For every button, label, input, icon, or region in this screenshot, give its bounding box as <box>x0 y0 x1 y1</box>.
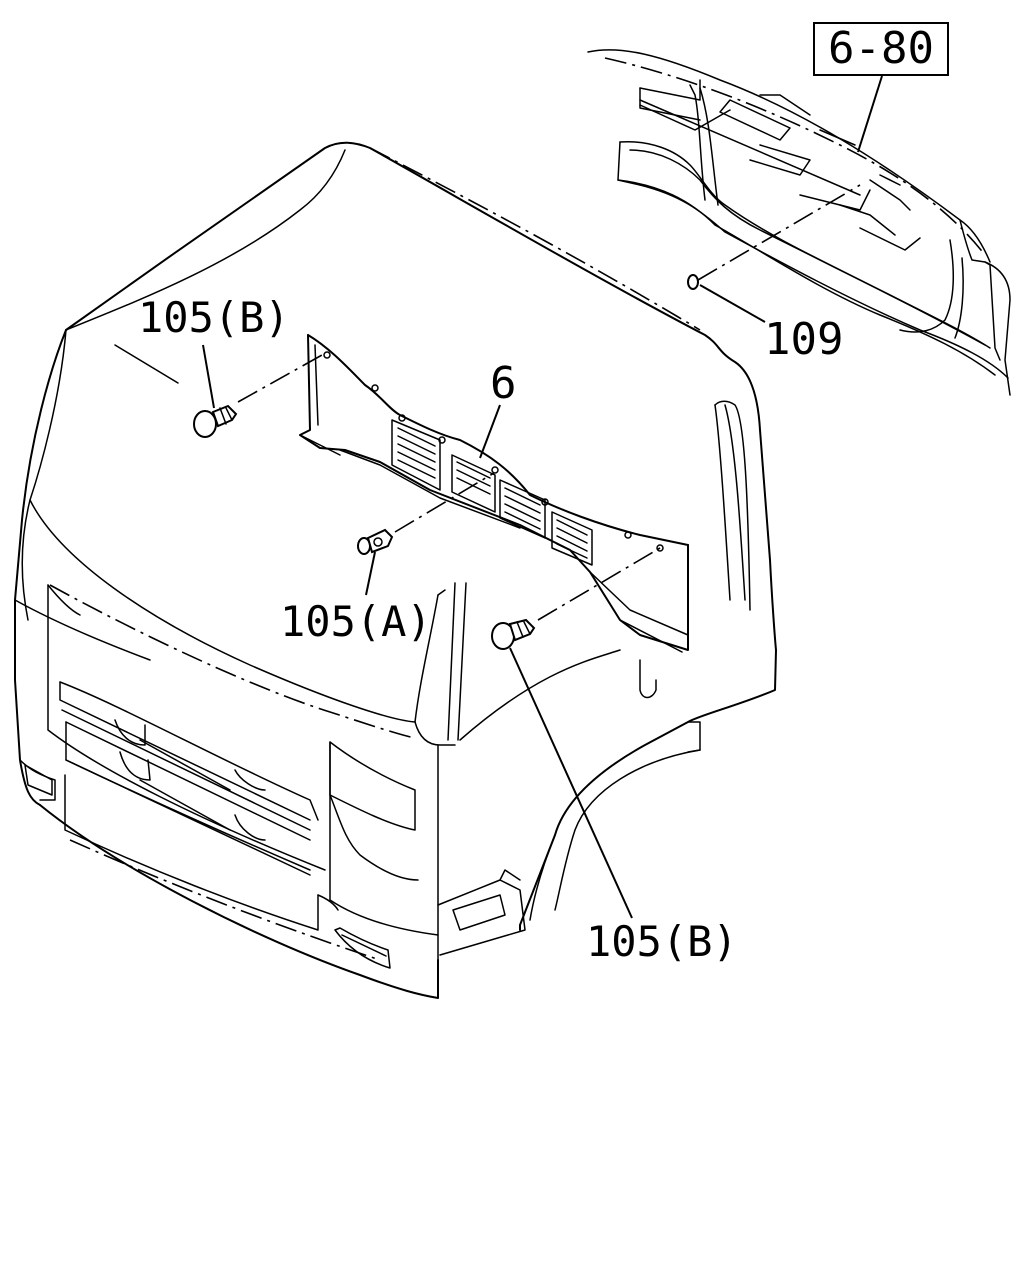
leader-lines <box>202 75 883 919</box>
clip-105b-bottom <box>491 618 536 650</box>
callout-105a: 105(A) <box>280 597 432 646</box>
alignment-lines <box>237 184 861 621</box>
callout-6: 6 <box>490 358 517 409</box>
vent-louvres <box>391 419 593 566</box>
callout-105b-bottom: 105(B) <box>586 917 738 966</box>
callout-ref-box[interactable]: 6-80 <box>813 22 949 76</box>
clip-105a <box>357 528 394 555</box>
ref-box-label: 6-80 <box>828 23 934 74</box>
truck-cab <box>14 141 777 999</box>
clip-105b-top <box>193 404 238 438</box>
roof-panel <box>587 49 1011 396</box>
deflector-panel <box>299 334 689 653</box>
callout-109: 109 <box>764 314 843 365</box>
callout-105b-top: 105(B) <box>138 293 290 342</box>
part-109-grommet <box>687 274 699 290</box>
